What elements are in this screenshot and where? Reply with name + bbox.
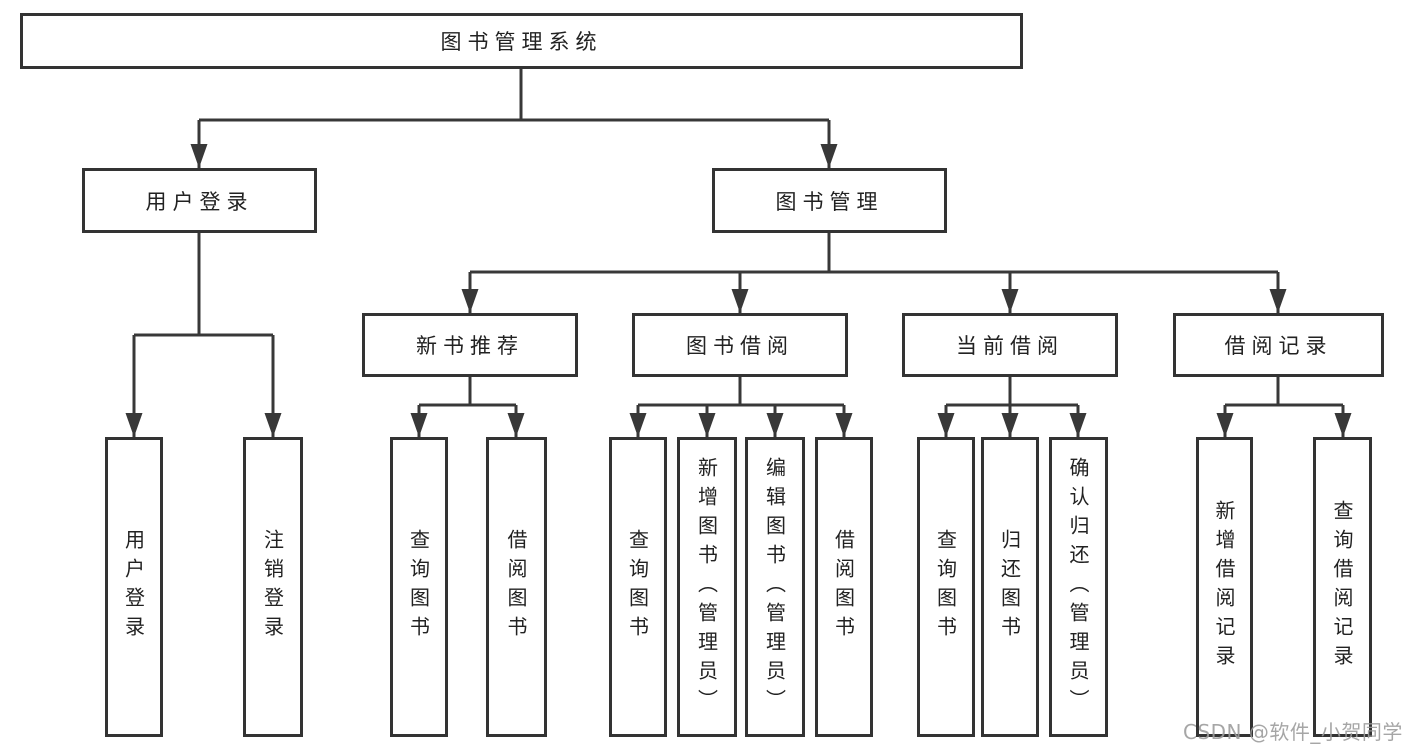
leaf-add-book-admin: 新增图书（管理员） (677, 437, 737, 737)
node-label: 新增图书（管理员） (694, 456, 719, 718)
node-user-login: 用户登录 (82, 168, 317, 233)
leaf-borrow-books-borrowing: 借阅图书 (815, 437, 873, 737)
node-label: 注销登录 (260, 529, 285, 645)
node-label: 新增借阅记录 (1212, 500, 1236, 674)
leaf-logout: 注销登录 (243, 437, 303, 737)
node-label: 新书推荐 (416, 334, 524, 358)
leaf-user-login: 用户登录 (105, 437, 163, 737)
node-label: 用户登录 (145, 189, 254, 214)
node-label: 借阅图书 (831, 529, 856, 645)
node-borrow-records: 借阅记录 (1173, 313, 1384, 377)
leaf-query-borrow-record: 查询借阅记录 (1313, 437, 1372, 737)
leaf-return-books: 归还图书 (981, 437, 1039, 737)
node-label: 确认归还（管理员） (1066, 456, 1090, 718)
node-label: 借阅记录 (1224, 334, 1333, 358)
node-label: 归还图书 (997, 529, 1022, 645)
node-library-system: 图书管理系统 (20, 13, 1023, 69)
node-book-borrowing: 图书借阅 (632, 313, 848, 377)
node-label: 查询图书 (406, 529, 431, 645)
node-new-book-recommend: 新书推荐 (362, 313, 578, 377)
leaf-confirm-return-admin: 确认归还（管理员） (1049, 437, 1108, 737)
leaf-add-borrow-record: 新增借阅记录 (1196, 437, 1253, 737)
leaf-query-books-borrowing: 查询图书 (609, 437, 667, 737)
node-label: 查询图书 (625, 529, 650, 645)
node-current-borrowing: 当前借阅 (902, 313, 1118, 377)
node-label: 图书管理系统 (440, 30, 603, 54)
csdn-watermark: CSDN @软件_小贺同学 (1183, 720, 1403, 744)
node-label: 图书管理 (775, 189, 884, 214)
leaf-edit-book-admin: 编辑图书（管理员） (745, 437, 805, 737)
node-label: 查询图书 (933, 529, 958, 645)
node-label: 用户登录 (121, 529, 146, 645)
node-book-management: 图书管理 (712, 168, 947, 233)
leaf-borrow-books-recommend: 借阅图书 (486, 437, 547, 737)
leaf-query-books-current: 查询图书 (917, 437, 975, 737)
node-label: 查询借阅记录 (1330, 500, 1354, 674)
node-label: 当前借阅 (956, 334, 1064, 358)
node-label: 借阅图书 (504, 529, 528, 645)
arrowheads (125, 144, 1352, 437)
node-label: 编辑图书（管理员） (762, 456, 787, 718)
node-label: 图书借阅 (686, 334, 794, 358)
leaf-query-books-recommend: 查询图书 (390, 437, 448, 737)
